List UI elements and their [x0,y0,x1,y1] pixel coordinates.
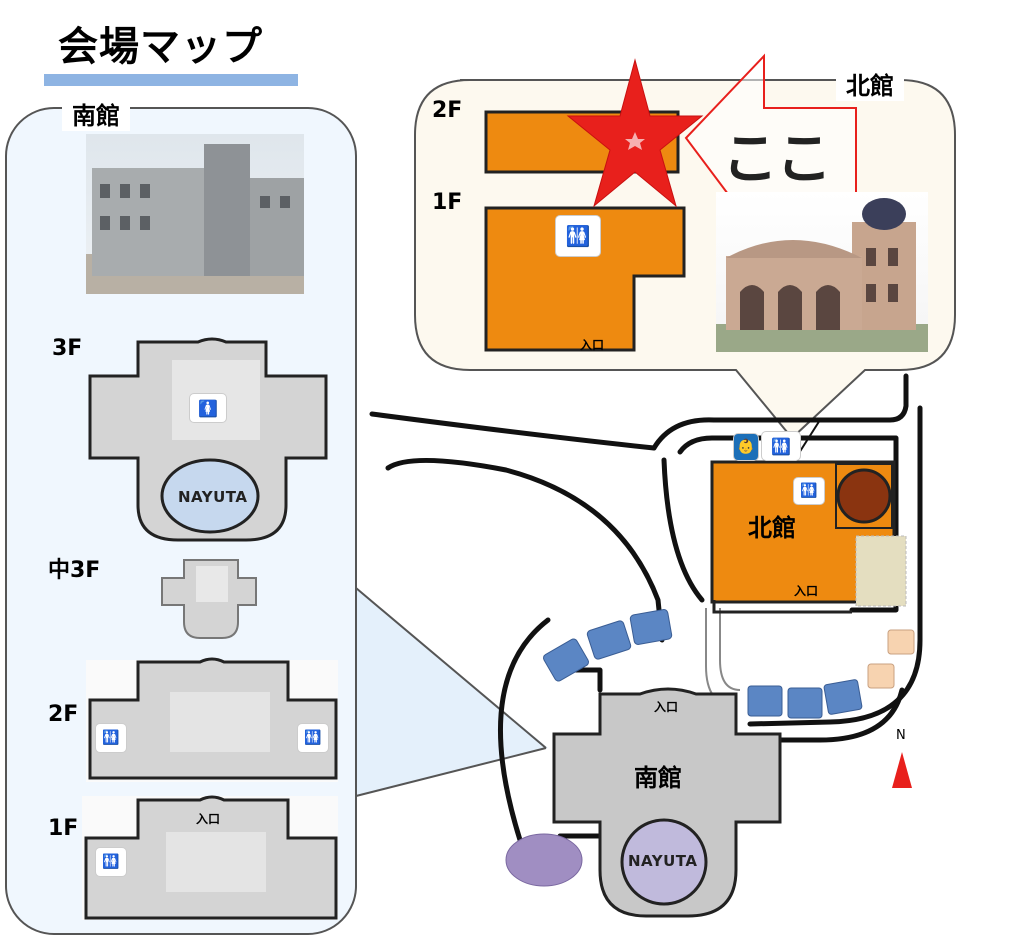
restroom-icon: 🚻 [556,216,600,256]
map-south-building-label: 南館 [634,764,682,792]
south-floor-mid3f: 中3F [48,558,101,583]
restroom-icon: 🚺 [190,394,226,422]
map-south-entrance-label: 入口 [654,700,679,714]
north-1f-entrance-label: 入口 [580,338,605,352]
parking-blocks [543,609,863,719]
south-2f-plan [86,657,338,782]
compass-letter: N [896,728,906,743]
north-floor-1f: 1F [432,190,463,215]
south-panel-connector [356,588,548,796]
south-floor-1f: 1F [48,816,79,841]
title-underline [44,74,298,86]
north-panel-title: 北館 [836,66,904,101]
restroom-icon: 🚻 [96,848,126,876]
map-nayuta-label: NAYUTA [628,852,698,870]
south-1f-entrance-label: 入口 [196,812,221,826]
north-arrow [892,752,912,788]
south-building [552,687,782,918]
south-mid3f-plan [161,559,257,639]
south-3f-plan [88,337,328,542]
south-floor-2f: 2F [48,702,79,727]
page-title: 会場マップ [58,24,263,70]
south-panel-title: 南館 [62,96,130,131]
north-building-photo [716,192,928,352]
restroom-icon: 🚻 [794,478,824,504]
south-building-photo [86,134,304,294]
lot-area [855,535,907,607]
here-label: ここ [722,127,832,192]
restroom-icon: 🚻 [298,724,328,752]
north-floor-2f: 2F [432,98,463,123]
north-1f-plan [484,206,686,352]
restroom-icon: 🚻 [762,432,800,460]
map-north-building-label: 北館 [748,514,796,542]
south-floor-3f: 3F [52,336,83,361]
nursing-room-icon: 👶 [734,434,758,460]
event-area [505,833,583,887]
south-3f-nayuta-label: NAYUTA [178,488,248,506]
restroom-icon: 🚻 [96,724,126,752]
map-north-entrance-label: 入口 [794,584,819,598]
